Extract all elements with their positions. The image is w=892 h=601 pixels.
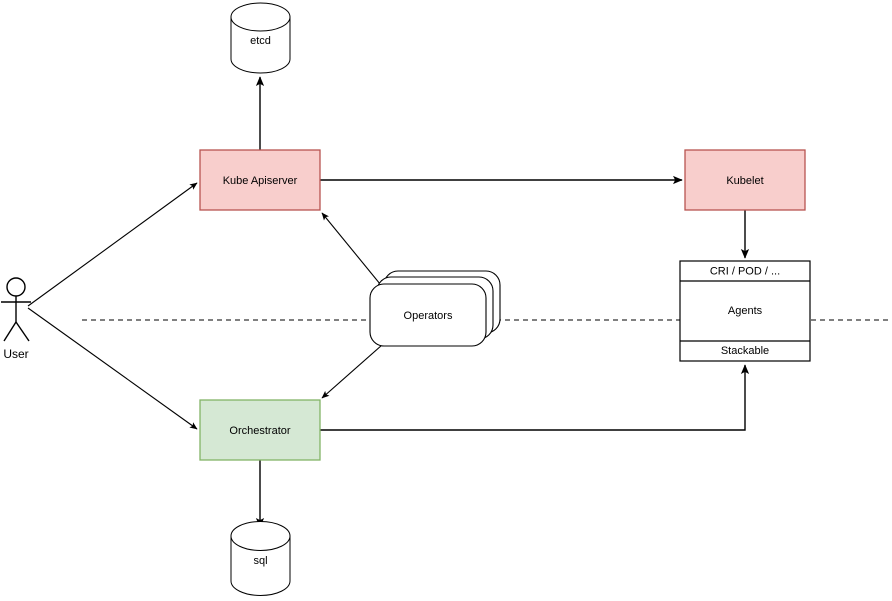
node-user[interactable]: User (1, 277, 31, 361)
edge-user-to-kube-apiserver (27, 182, 198, 307)
node-kube-apiserver-label: Kube Apiserver (223, 175, 298, 187)
node-agents-header-label: CRI / POD / ... (710, 265, 780, 277)
node-orchestrator-label: Orchestrator (229, 425, 290, 437)
node-orchestrator[interactable]: Orchestrator (199, 399, 321, 461)
node-etcd-label: etcd (250, 35, 271, 47)
node-kube-apiserver[interactable]: Kube Apiserver (199, 149, 321, 211)
node-kubelet[interactable]: Kubelet (684, 149, 806, 211)
node-sql[interactable]: sql (230, 521, 291, 596)
node-operators-label: Operators (404, 310, 453, 322)
node-agents[interactable]: CRI / POD / ... Agents Stackable (679, 260, 811, 362)
node-agents-body-label: Agents (728, 305, 763, 317)
node-sql-label: sql (253, 555, 267, 567)
node-kubelet-label: Kubelet (726, 175, 763, 187)
edge-operators-to-kube-apiserver (321, 212, 386, 291)
edge-user-to-orchestrator (27, 307, 198, 430)
node-agents-footer-label: Stackable (721, 345, 769, 357)
node-operators[interactable]: Operators (369, 270, 501, 347)
edge-operators-to-orchestrator (321, 344, 383, 399)
node-user-label: User (3, 347, 28, 361)
edge-orchestrator-to-stackable (320, 364, 750, 431)
node-etcd[interactable]: etcd (230, 2, 291, 74)
